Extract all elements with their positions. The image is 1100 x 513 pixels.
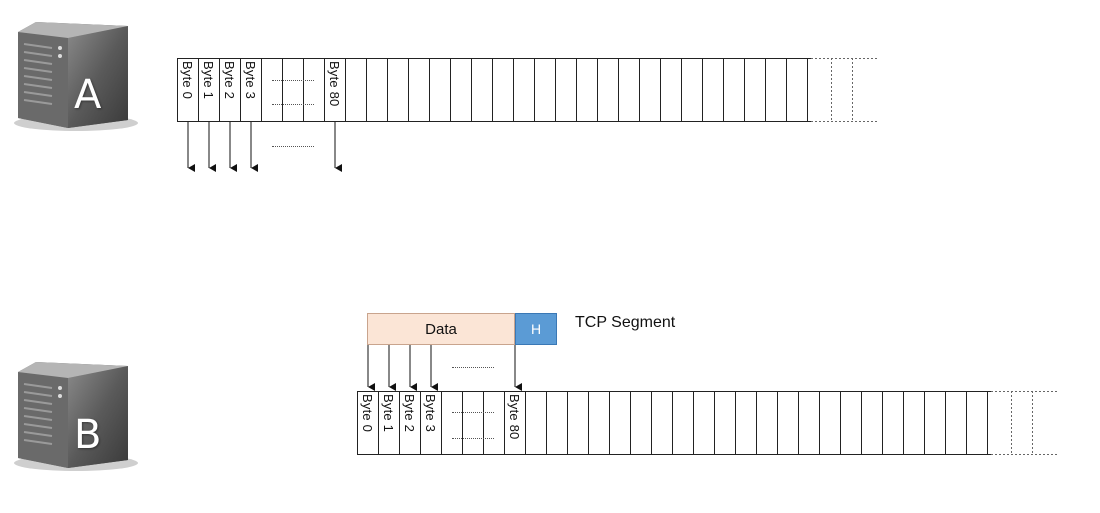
buffer-a-cell: Byte 2 — [220, 59, 241, 121]
buffer-a-cell — [766, 59, 787, 121]
server-tower-icon — [14, 362, 138, 471]
buffer-b-cell — [442, 392, 463, 454]
buffer-b-cell — [652, 392, 673, 454]
buffer-a-cell — [304, 59, 325, 121]
buffer-a-cell — [577, 59, 598, 121]
buffer-b-cell — [484, 392, 505, 454]
buffer-a-cell — [745, 59, 766, 121]
buffer-a-cell — [556, 59, 577, 121]
buffer-b-cell — [883, 392, 904, 454]
buffer-b-cell — [673, 392, 694, 454]
buffer-a-cell: Byte 80 — [325, 59, 346, 121]
send-buffer-a: Byte 0 Byte 1 Byte 2 Byte 3 Byte 80 — [177, 58, 811, 122]
buffer-a-continuation — [811, 58, 877, 122]
buffer-a-byte-label: Byte 0 — [180, 61, 195, 100]
segment-caption: TCP Segment — [575, 314, 676, 331]
server-b: B — [8, 360, 138, 475]
buffer-b-cell: Byte 0 — [358, 392, 379, 454]
buffer-a-cell — [682, 59, 703, 121]
ellipsis-a-top — [272, 80, 314, 81]
buffer-b-cell — [526, 392, 547, 454]
buffer-a-byte-label: Byte 80 — [327, 61, 342, 107]
buffer-b-cell — [568, 392, 589, 454]
buffer-b-cell — [736, 392, 757, 454]
buffer-b-byte-label: Byte 2 — [402, 394, 417, 433]
buffer-b-cell — [862, 392, 883, 454]
buffer-a-cell: Byte 3 — [241, 59, 262, 121]
buffer-a-byte-label: Byte 1 — [201, 61, 216, 100]
ellipsis-a-mid — [272, 104, 314, 105]
buffer-a-cell — [388, 59, 409, 121]
buffer-a-cell — [724, 59, 745, 121]
buffer-a-cell — [493, 59, 514, 121]
buffer-b-continuation — [991, 391, 1057, 455]
server-tower-icon — [14, 22, 138, 131]
buffer-b-cell — [715, 392, 736, 454]
buffer-b-cell: Byte 2 — [400, 392, 421, 454]
buffer-a-cell — [346, 59, 367, 121]
buffer-a-cell — [514, 59, 535, 121]
server-a-label: A — [74, 72, 102, 118]
buffer-a-byte-label: Byte 2 — [222, 61, 237, 100]
buffer-a-cell — [661, 59, 682, 121]
buffer-a-cell — [703, 59, 724, 121]
buffer-b-cell: Byte 1 — [379, 392, 400, 454]
buffer-a-byte-label: Byte 3 — [243, 61, 258, 100]
buffer-a-cell — [283, 59, 304, 121]
buffer-a-cell: Byte 0 — [178, 59, 199, 121]
buffer-b-cell — [904, 392, 925, 454]
buffer-b-cell — [610, 392, 631, 454]
buffer-b-byte-label: Byte 0 — [360, 394, 375, 433]
buffer-b-cell — [925, 392, 946, 454]
buffer-b-cell — [841, 392, 862, 454]
buffer-b-cell — [778, 392, 799, 454]
receive-buffer-b: Byte 0 Byte 1 Byte 2 Byte 3 Byte 80 — [357, 391, 991, 455]
buffer-a-cell — [787, 59, 808, 121]
ellipsis-b-top — [452, 412, 494, 413]
buffer-a-cell — [640, 59, 661, 121]
buffer-b-cell — [946, 392, 967, 454]
buffer-a-cell — [262, 59, 283, 121]
buffer-b-byte-label: Byte 3 — [423, 394, 438, 433]
buffer-a-cell — [367, 59, 388, 121]
buffer-b-cell — [820, 392, 841, 454]
buffer-b-cell — [631, 392, 652, 454]
buffer-a-cell — [598, 59, 619, 121]
buffer-b-cell — [967, 392, 988, 454]
server-a: A — [8, 20, 138, 135]
buffer-b-cell — [694, 392, 715, 454]
buffer-b-cell: Byte 80 — [505, 392, 526, 454]
arrows-b — [367, 345, 522, 391]
buffer-b-byte-label: Byte 80 — [507, 394, 522, 440]
buffer-b-cell — [799, 392, 820, 454]
buffer-a-cell: Byte 1 — [199, 59, 220, 121]
buffer-a-cell — [535, 59, 556, 121]
buffer-a-cell — [409, 59, 430, 121]
ellipsis-b-mid — [452, 438, 494, 439]
buffer-a-cell — [472, 59, 493, 121]
ellipsis-b-above — [452, 367, 494, 368]
buffer-b-cell — [547, 392, 568, 454]
buffer-b-cell — [757, 392, 778, 454]
buffer-b-cell: Byte 3 — [421, 392, 442, 454]
buffer-a-cell — [430, 59, 451, 121]
buffer-a-cell — [451, 59, 472, 121]
arrows-a — [187, 122, 342, 172]
segment-header-block: H — [515, 313, 557, 345]
server-b-label: B — [74, 412, 102, 458]
buffer-b-byte-label: Byte 1 — [381, 394, 396, 433]
buffer-b-cell — [463, 392, 484, 454]
ellipsis-a-below — [272, 146, 314, 147]
buffer-a-cell — [619, 59, 640, 121]
buffer-b-cell — [589, 392, 610, 454]
segment-data-block: Data — [367, 313, 515, 345]
